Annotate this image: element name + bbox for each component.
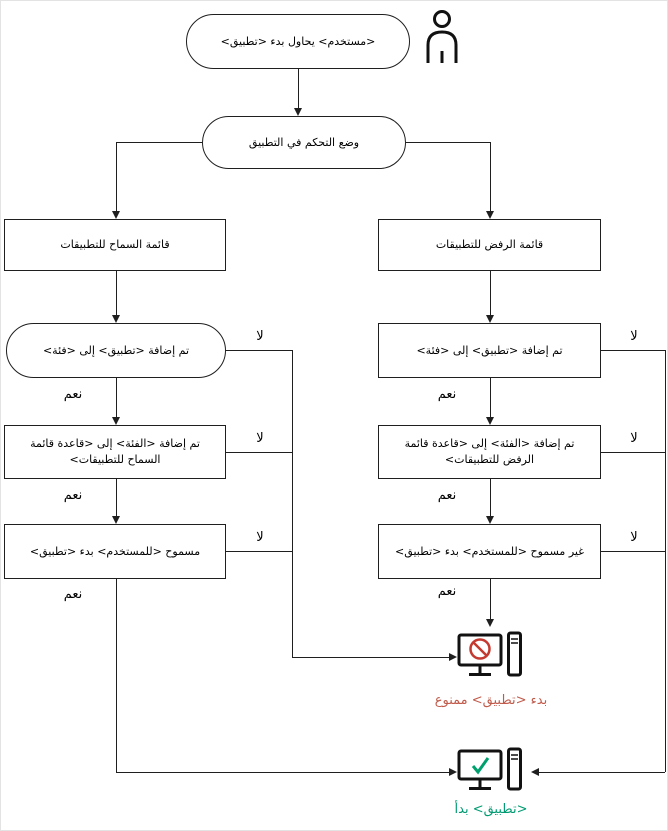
flow-line — [601, 350, 665, 351]
computer-blocked-icon — [457, 631, 522, 677]
flow-line — [490, 142, 491, 211]
deny-step3-node: غير مسموح <للمستخدم> بدء <تطبيق> — [378, 524, 601, 579]
no-label: لا — [256, 329, 264, 344]
flow-arrowhead — [294, 108, 302, 116]
flow-line — [490, 271, 491, 315]
flow-arrowhead — [486, 211, 494, 219]
flow-arrowhead — [112, 211, 120, 219]
started-label: <تطبيق> بدأ — [454, 802, 528, 817]
flow-line — [116, 579, 117, 772]
yes-label: نعم — [63, 387, 83, 402]
flow-line — [116, 479, 117, 516]
no-label: لا — [256, 530, 264, 545]
allow-step3-node: مسموح <للمستخدم> بدء <تطبيق> — [4, 524, 226, 579]
flow-arrowhead — [531, 768, 539, 776]
flow-line — [226, 551, 292, 552]
flow-line — [490, 378, 491, 417]
mode-node: وضع التحكم في التطبيق — [202, 116, 406, 169]
allow-step2-node: تم إضافة <الفئة> إلى <قاعدة قائمة السماح… — [4, 425, 226, 479]
flow-arrowhead — [112, 417, 120, 425]
flow-line — [601, 452, 665, 453]
flow-arrowhead — [486, 417, 494, 425]
no-label: لا — [630, 329, 638, 344]
flow-line — [665, 350, 666, 772]
no-entry-icon — [469, 638, 491, 660]
blocked-label: بدء <تطبيق> ممنوع — [434, 693, 548, 708]
flow-arrowhead — [112, 516, 120, 524]
flow-line — [116, 142, 202, 143]
flow-line — [292, 350, 293, 657]
flow-line — [406, 142, 490, 143]
no-label: لا — [630, 431, 638, 446]
start-node: <مستخدم> يحاول بدء <تطبيق> — [186, 14, 410, 69]
flow-line — [116, 772, 449, 773]
flow-line — [226, 452, 292, 453]
flow-arrowhead — [486, 516, 494, 524]
deny-step2-node: تم إضافة <الفئة> إلى <قاعدة قائمة الرفض … — [378, 425, 601, 479]
user-icon — [426, 10, 458, 63]
flow-line — [298, 69, 299, 108]
flow-line — [601, 551, 665, 552]
flow-line — [490, 479, 491, 516]
flow-arrowhead — [449, 768, 457, 776]
flow-line — [226, 350, 292, 351]
flow-line — [490, 579, 491, 619]
flow-line — [116, 378, 117, 417]
flow-arrowhead — [449, 653, 457, 661]
flow-arrowhead — [112, 315, 120, 323]
yes-label: نعم — [437, 387, 457, 402]
denylist-node: قائمة الرفض للتطبيقات — [378, 219, 601, 271]
flow-line — [116, 271, 117, 315]
flow-arrowhead — [486, 619, 494, 627]
check-icon — [471, 757, 490, 775]
flow-line — [539, 772, 665, 773]
allowlist-node: قائمة السماح للتطبيقات — [4, 219, 226, 271]
yes-label: نعم — [63, 587, 83, 602]
no-label: لا — [256, 431, 264, 446]
no-label: لا — [630, 530, 638, 545]
yes-label: نعم — [437, 488, 457, 503]
yes-label: نعم — [63, 488, 83, 503]
flow-line — [116, 142, 117, 211]
flow-line — [292, 657, 449, 658]
deny-step1-node: تم إضافة <تطبيق> إلى <فئة> — [378, 323, 601, 378]
yes-label: نعم — [437, 584, 457, 599]
allow-step1-node: تم إضافة <تطبيق> إلى <فئة> — [6, 323, 226, 378]
computer-started-icon — [457, 747, 522, 791]
flow-arrowhead — [486, 315, 494, 323]
